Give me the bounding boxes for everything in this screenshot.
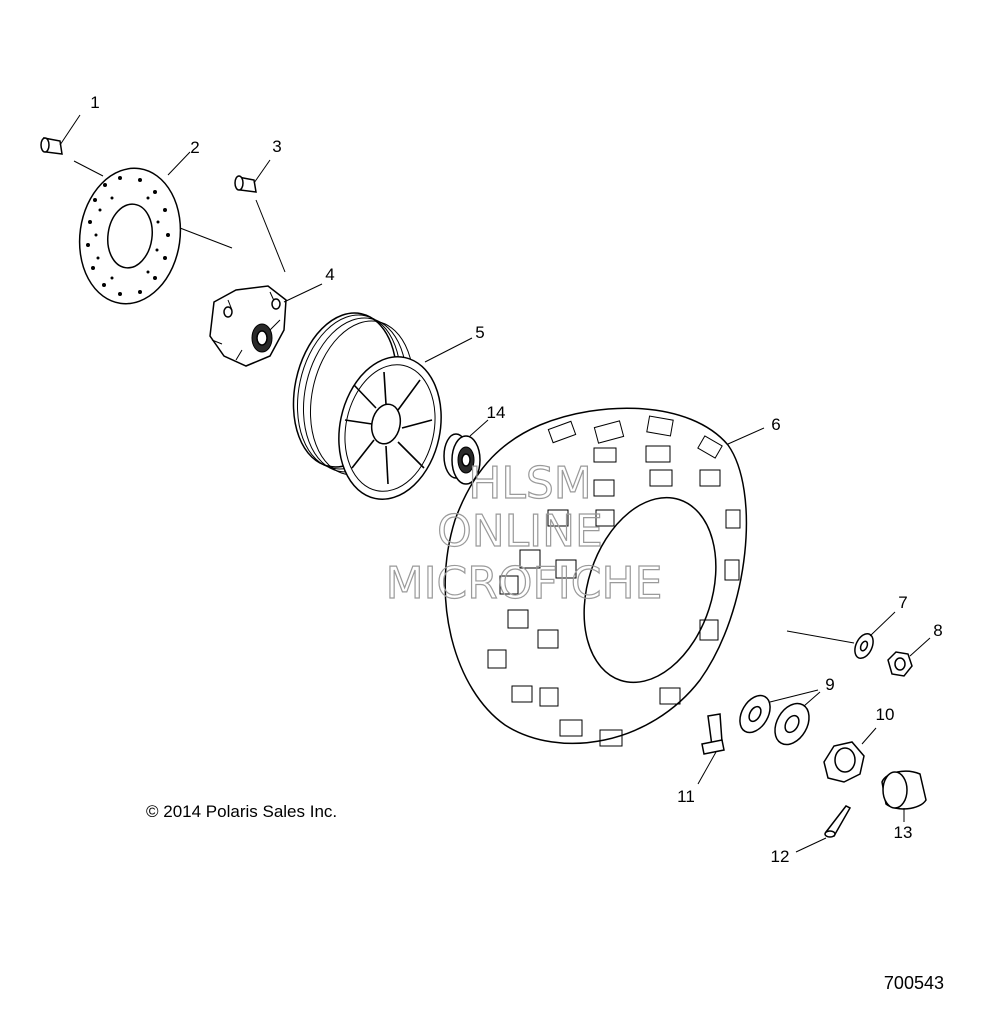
callout-8[interactable]: 8 <box>933 621 942 640</box>
part-2-brake-disc[interactable] <box>71 151 233 310</box>
watermark: HLSM ONLINE MICROFICHE <box>385 457 663 609</box>
callout-6[interactable]: 6 <box>771 415 780 434</box>
part-4-hub[interactable] <box>209 283 323 367</box>
part-12-cotter-pin[interactable] <box>795 805 852 853</box>
part-5-wheel-rim[interactable] <box>280 303 473 509</box>
callout-4[interactable]: 4 <box>325 265 334 284</box>
part-1-bolt[interactable] <box>40 114 81 155</box>
callout-13[interactable]: 13 <box>894 823 913 842</box>
part-6-tire[interactable] <box>444 407 765 747</box>
part-8-nut[interactable] <box>887 637 931 677</box>
watermark-line-2: ONLINE <box>437 506 603 557</box>
callout-12[interactable]: 12 <box>771 847 790 866</box>
part-3-bolt[interactable] <box>234 159 286 273</box>
part-14-bearing[interactable] <box>443 419 489 485</box>
callout-3[interactable]: 3 <box>272 137 281 156</box>
callout-14[interactable]: 14 <box>487 403 506 422</box>
watermark-line-1: HLSM <box>468 458 592 509</box>
callout-11[interactable]: 11 <box>677 787 695 806</box>
diagram-number: 700543 <box>884 973 944 993</box>
part-7-washer[interactable] <box>786 611 896 661</box>
watermark-line-3: MICROFICHE <box>386 558 663 609</box>
callout-2[interactable]: 2 <box>190 138 199 157</box>
callout-9[interactable]: 9 <box>825 675 834 694</box>
callout-labels: 1 2 3 4 5 6 7 8 9 10 11 12 13 14 <box>90 93 942 866</box>
part-11-stud[interactable] <box>697 713 725 785</box>
callout-5[interactable]: 5 <box>475 323 484 342</box>
callout-1[interactable]: 1 <box>90 93 99 112</box>
callout-7[interactable]: 7 <box>898 593 907 612</box>
callout-10[interactable]: 10 <box>876 705 895 724</box>
part-13-dust-cap[interactable] <box>881 770 927 822</box>
copyright-notice: © 2014 Polaris Sales Inc. <box>146 802 337 821</box>
part-10-castle-nut[interactable] <box>823 727 877 783</box>
part-9-washers[interactable] <box>734 689 821 751</box>
